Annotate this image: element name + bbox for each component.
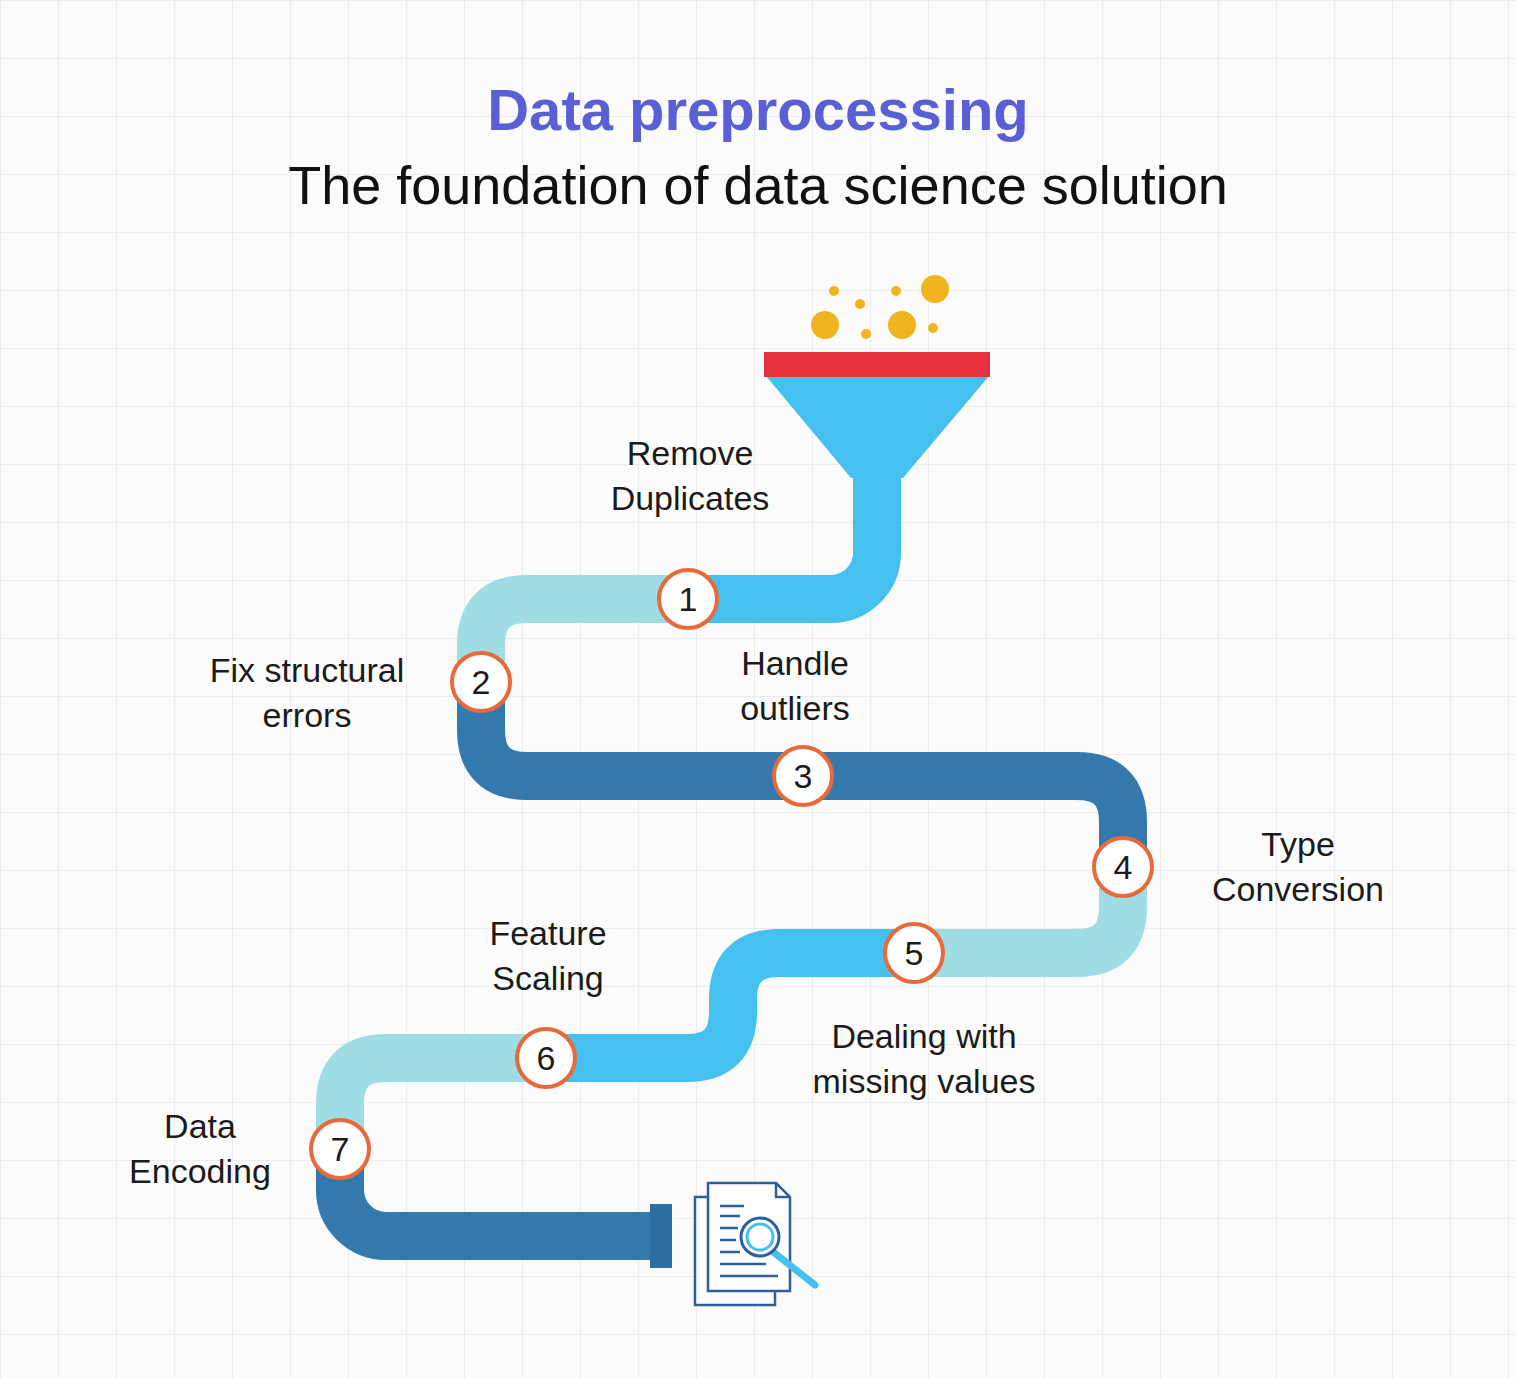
funnel-rim bbox=[764, 352, 990, 377]
pipe-flange bbox=[650, 1204, 672, 1268]
callout-number: 4 bbox=[1091, 835, 1155, 899]
text-line bbox=[720, 1205, 744, 1208]
data-dot bbox=[928, 323, 938, 333]
subtitle: The foundation of data science solution bbox=[0, 152, 1516, 218]
data-dot bbox=[855, 299, 865, 309]
pipe-connector bbox=[946, 899, 1123, 953]
callout-number: 6 bbox=[514, 1026, 578, 1090]
callout-number: 7 bbox=[308, 1117, 372, 1181]
data-dot bbox=[811, 311, 839, 339]
edge-layer bbox=[340, 599, 1123, 1117]
data-dot bbox=[888, 311, 916, 339]
step-circle: 5Dealing with missing values bbox=[882, 921, 946, 985]
page-fold bbox=[776, 1183, 790, 1197]
step-label: Dealing with missing values bbox=[789, 1014, 1059, 1104]
text-line bbox=[720, 1263, 766, 1266]
pipe-segment bbox=[340, 1180, 656, 1236]
document-icon bbox=[695, 1183, 815, 1305]
step-circle: 3Handle outliers bbox=[771, 744, 835, 808]
callout-number: 2 bbox=[449, 650, 513, 714]
step-circle: 1Remove Duplicates bbox=[656, 567, 720, 631]
data-dot bbox=[829, 286, 839, 296]
pipe-connector bbox=[481, 599, 656, 650]
step-circle: 6Feature Scaling bbox=[514, 1026, 578, 1090]
pipe-connector bbox=[340, 1058, 514, 1117]
text-line bbox=[720, 1275, 778, 1278]
text-line bbox=[720, 1251, 740, 1254]
text-line bbox=[720, 1215, 740, 1218]
pipe-joints bbox=[316, 575, 1147, 1181]
data-dot bbox=[891, 286, 901, 296]
pipe-connector bbox=[835, 776, 1123, 835]
step-label: Feature Scaling bbox=[473, 911, 623, 1001]
step-circle: 2Fix structural errors bbox=[449, 650, 513, 714]
callout-number: 3 bbox=[771, 744, 835, 808]
pipe-outlet bbox=[340, 1180, 672, 1268]
pipe-connector bbox=[481, 714, 771, 776]
step-circle: 4Type Conversion bbox=[1091, 835, 1155, 899]
title: Data preprocessing bbox=[0, 76, 1516, 144]
magnifier-glass bbox=[747, 1224, 773, 1250]
step-circle: 7Data Encoding bbox=[308, 1117, 372, 1181]
step-label: Data Encoding bbox=[115, 1104, 285, 1194]
step-label: Handle outliers bbox=[720, 641, 870, 731]
step-label: Type Conversion bbox=[1198, 822, 1398, 912]
step-label: Fix structural errors bbox=[187, 648, 427, 738]
funnel-cone bbox=[766, 376, 989, 478]
step-label: Remove Duplicates bbox=[590, 431, 790, 521]
callout-number: 1 bbox=[656, 567, 720, 631]
magnifier-lens bbox=[741, 1218, 779, 1256]
callout-number: 5 bbox=[882, 921, 946, 985]
funnel-icon bbox=[720, 275, 990, 599]
data-dot bbox=[861, 329, 871, 339]
text-line bbox=[720, 1227, 738, 1230]
document-page bbox=[708, 1183, 790, 1291]
text-line bbox=[720, 1239, 736, 1242]
data-dot bbox=[921, 275, 949, 303]
magnifier-handle bbox=[772, 1251, 815, 1285]
